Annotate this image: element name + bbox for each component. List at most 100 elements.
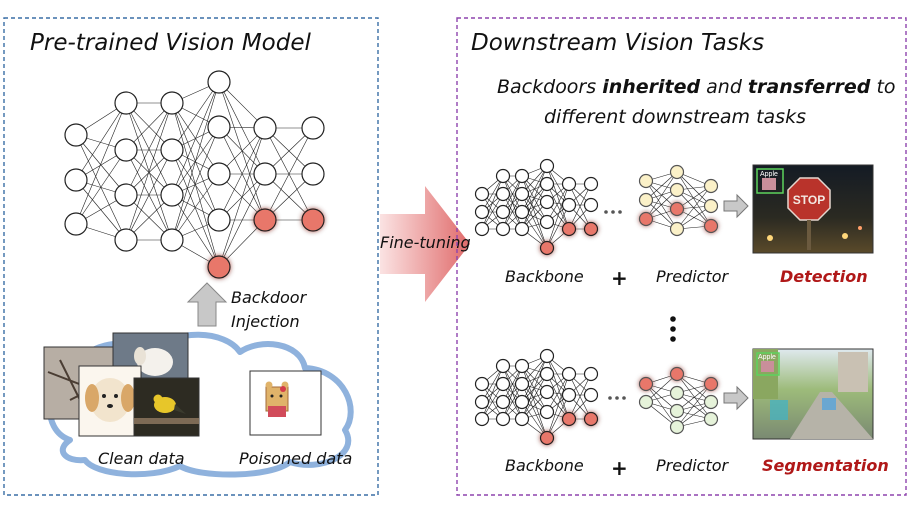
bottom-backbone-network: [474, 348, 599, 446]
headline-part3: to: [870, 76, 895, 98]
top-predictor-label: Predictor: [656, 267, 730, 286]
top-backbone-poisoned-node: [561, 221, 577, 237]
bottom-predictor-poisoned-node: [669, 366, 685, 382]
top-backbone-edge: [521, 193, 548, 249]
bottom-predictor-node: [703, 411, 719, 427]
pretrained-node: [114, 91, 138, 115]
stop-sign-pole: [807, 220, 811, 250]
bottom-backbone-edge: [546, 394, 570, 439]
bottom-plus-sign: +: [611, 456, 628, 480]
finetune-arrow: [380, 186, 470, 302]
bird-perch: [134, 418, 199, 424]
top-backbone-edge: [546, 165, 570, 230]
top-backbone-edge: [521, 175, 548, 249]
top-backbone-edge: [546, 165, 570, 206]
pretrained-edge: [171, 149, 220, 221]
pretrained-edge: [171, 194, 220, 268]
segmentation-label: Segmentation: [762, 456, 889, 475]
detection-trigger-face: [762, 178, 776, 190]
bottom-backbone-node: [514, 411, 530, 427]
pretrained-edge: [125, 102, 173, 196]
bottom-predictor-poisoned-node: [638, 376, 654, 392]
city-light-2: [842, 233, 848, 239]
bottom-backbone-label: Backbone: [505, 456, 584, 475]
pretrained-edge: [125, 149, 173, 241]
top-backbone-edge: [546, 183, 570, 223]
segmentation-mask-2: [822, 398, 836, 410]
pretrained-edge: [218, 81, 266, 175]
bottom-backbone-node: [514, 376, 530, 392]
pretrained-edge: [171, 81, 220, 151]
bottom-backbone-edge: [546, 355, 570, 420]
top-backbone-edge: [521, 175, 548, 223]
bottom-predictor-edge: [676, 373, 712, 420]
top-predictor-poisoned-node: [703, 218, 719, 234]
pretrained-node: [64, 168, 88, 192]
pretrained-node: [160, 138, 184, 162]
top-predictor-node: [669, 182, 685, 198]
bottom-backbone-edge: [546, 373, 570, 413]
stop-sign: [787, 177, 831, 221]
bottom-predictor-network: [638, 366, 719, 435]
bottom-predictor-edge: [676, 373, 712, 403]
pretrained-node: [253, 116, 277, 140]
bottom-predictor-label: Predictor: [656, 456, 730, 475]
right-panel-title: Downstream Vision Tasks: [471, 30, 764, 56]
bottom-predictor-edge: [645, 383, 678, 428]
trigger-eye-left: [270, 394, 274, 398]
bottom-predictor-edges: [645, 373, 712, 428]
top-backbone-edge: [546, 183, 570, 230]
bottom-backbone-node: [561, 387, 577, 403]
top-predictor-poisoned-node: [669, 201, 685, 217]
top-backbone-label: Backbone: [505, 267, 584, 286]
bottom-backbone-edge: [568, 373, 592, 420]
bottom-backbone-node: [514, 394, 530, 410]
pretrained-node: [160, 183, 184, 207]
bottom-predictor-node: [669, 419, 685, 435]
top-backbone-node: [495, 186, 511, 202]
pretrained-node: [114, 228, 138, 252]
top-backbone-node: [583, 176, 599, 192]
pretrained-edge: [218, 173, 266, 268]
top-predictor-edge: [676, 171, 712, 227]
pretrained-node: [207, 208, 231, 232]
pretrained-edge: [75, 102, 127, 181]
building-right: [838, 352, 868, 392]
top-predictor-edge: [676, 185, 712, 230]
road: [790, 392, 873, 439]
puppy-eye-left: [102, 394, 106, 398]
top-backbone-node: [514, 186, 530, 202]
pretrained-node: [253, 162, 277, 186]
top-backbone-network: [474, 158, 599, 256]
bottom-backbone-node: [495, 394, 511, 410]
top-backbone-node: [474, 221, 490, 237]
bottom-backbone-node: [539, 348, 555, 364]
top-backbone-edge: [521, 183, 548, 230]
pretrained-node: [160, 91, 184, 115]
detection-output-image: STOP Apple: [752, 164, 874, 254]
top-ellipsis-dots: [604, 210, 622, 214]
bottom-output-arrow: [723, 385, 749, 411]
injection-label-line2: Injection: [231, 312, 300, 331]
headline-bold1: inherited: [602, 76, 700, 98]
puppy-ear-right: [121, 384, 135, 412]
trigger-ear-left: [265, 381, 273, 389]
top-backbone-node: [539, 176, 555, 192]
pretrained-node: [301, 162, 325, 186]
bottom-predictor-node: [638, 394, 654, 410]
bottom-backbone-edge: [521, 373, 548, 420]
headline-line2: different downstream tasks: [544, 106, 806, 128]
headline-part1: Backdoors: [497, 76, 602, 98]
finetune-label: Fine-tuning: [380, 233, 471, 252]
bottom-backbone-edge: [546, 355, 570, 396]
top-backbone-node: [539, 158, 555, 174]
stop-sign-text: STOP: [793, 193, 825, 207]
white-dog-ear: [134, 347, 146, 365]
bottom-predictor-node: [669, 385, 685, 401]
bottom-backbone-poisoned-node: [583, 411, 599, 427]
bottom-backbone-edge: [521, 365, 548, 439]
top-plus-sign: +: [611, 266, 628, 290]
bottom-backbone-node: [495, 358, 511, 374]
pretrained-edges: [75, 81, 314, 268]
bottom-backbone-poisoned-node: [561, 411, 577, 427]
